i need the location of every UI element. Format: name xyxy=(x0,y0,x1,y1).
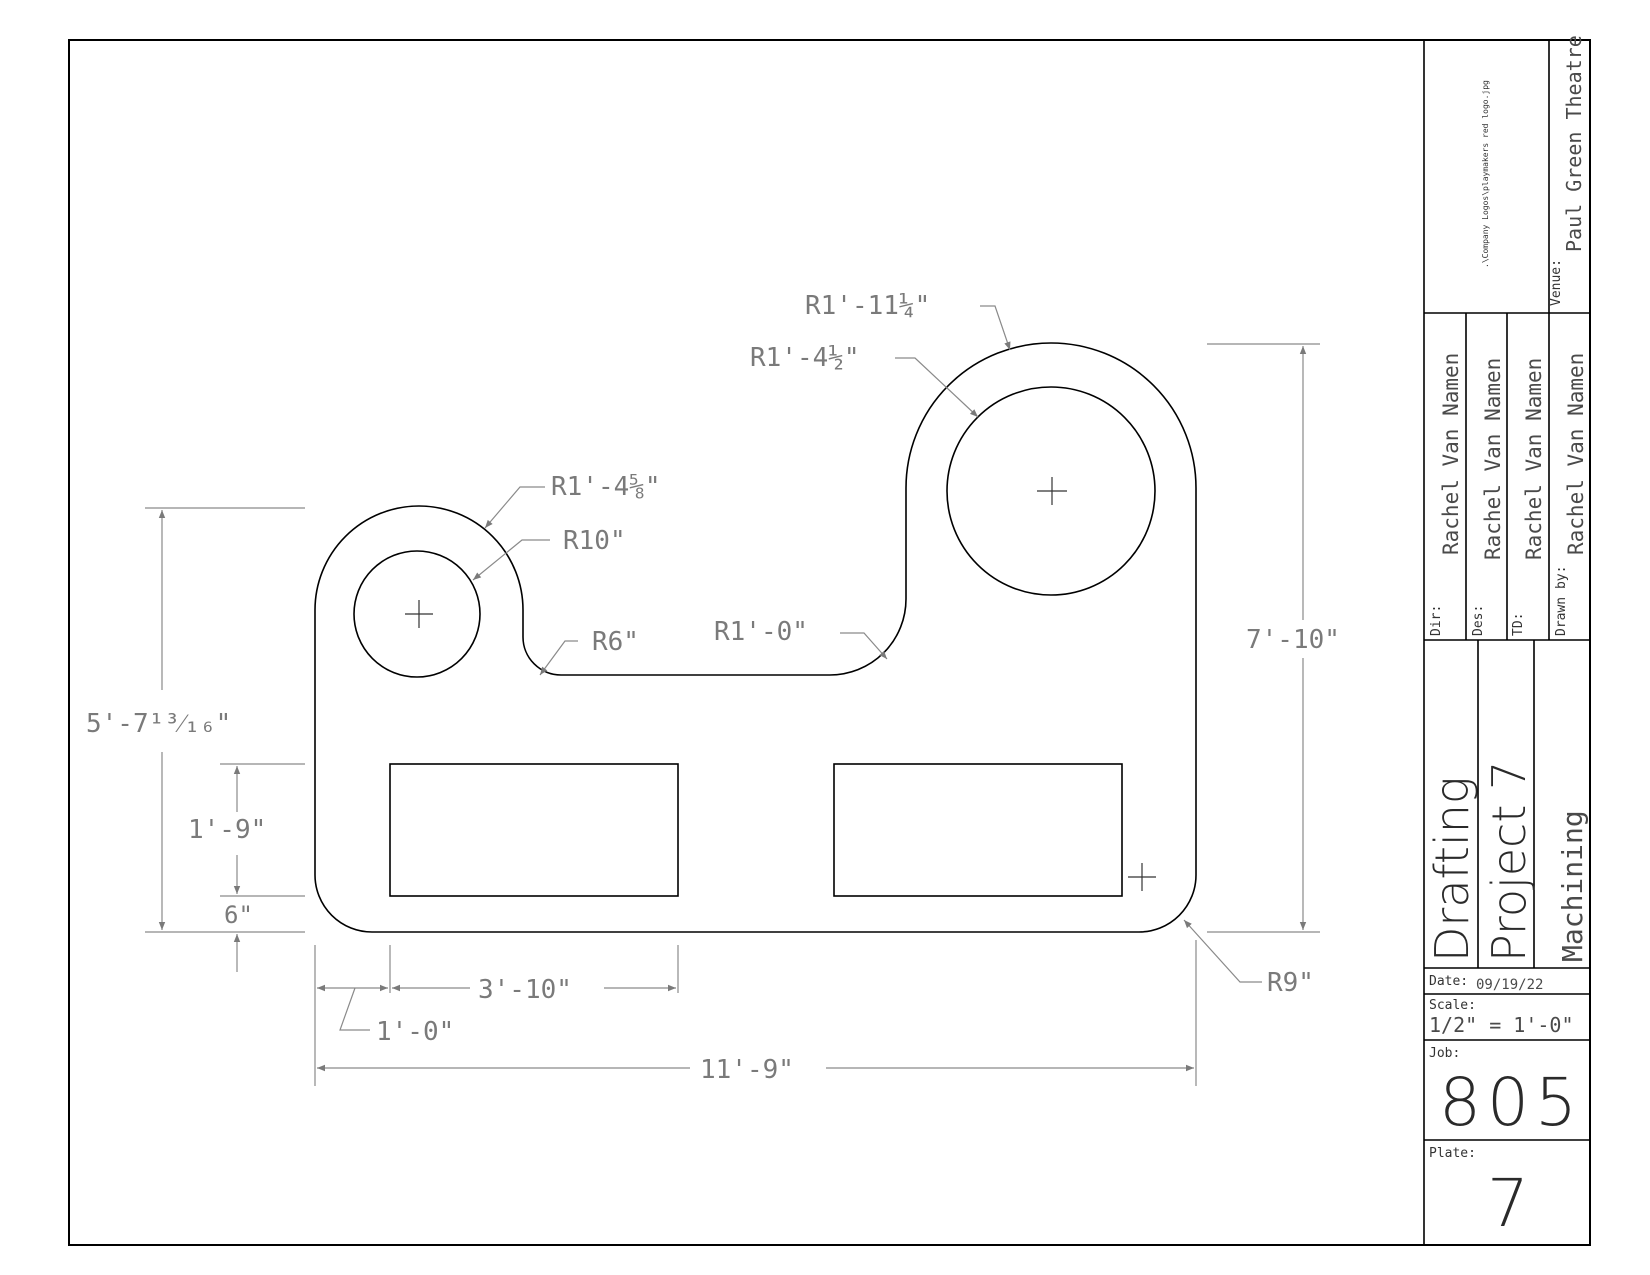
date-value: 09/19/22 xyxy=(1476,977,1543,993)
dim-slot-height: 1'-9" xyxy=(188,815,266,845)
title-line-1: Drafting xyxy=(1425,777,1479,962)
subtitle: Machining xyxy=(1556,810,1589,962)
date-label: Date: xyxy=(1429,974,1468,989)
left-hole xyxy=(353,550,481,678)
td-value: Rachel Van Namen xyxy=(1522,358,1546,560)
scale-label: Scale: xyxy=(1429,998,1476,1013)
drawn-by-value: Rachel Van Namen xyxy=(1564,353,1588,555)
td-label: TD: xyxy=(1511,613,1526,636)
scale-value: 1/2" = 1'-0" xyxy=(1429,1013,1574,1037)
right-slot xyxy=(833,763,1123,897)
dim-r-notch: R6" xyxy=(592,627,639,657)
dim-slot-edge: 1'-0" xyxy=(376,1017,454,1047)
dim-height-right: 7'-10" xyxy=(1246,625,1340,655)
venue-label: Venue: xyxy=(1549,259,1564,306)
dim-r-corner: R9" xyxy=(1267,968,1314,998)
title-block xyxy=(1423,40,1590,1245)
job-value: 805 xyxy=(1439,1064,1583,1141)
logo-path: .\Company Logos\playmakers red logo.jpg xyxy=(1481,80,1490,268)
left-slot xyxy=(389,763,679,897)
dim-r-top-outer: R1'-11¼" xyxy=(805,291,930,321)
des-value: Rachel Van Namen xyxy=(1481,358,1505,560)
title-line-2: Project 7 xyxy=(1482,761,1536,962)
dim-overall-width: 11'-9" xyxy=(700,1055,794,1085)
dimension-lines xyxy=(145,305,1320,1086)
center-marks xyxy=(405,477,1156,891)
dir-label: Dir: xyxy=(1429,605,1444,636)
dim-r-top-inner: R1'-4½" xyxy=(750,343,860,373)
dim-r-step: R1'-0" xyxy=(714,617,808,647)
venue-value: Paul Green Theatre xyxy=(1562,35,1586,252)
dim-height-left: 5'-7¹³⁄₁₆" xyxy=(86,709,231,739)
job-label: Job: xyxy=(1429,1046,1460,1061)
dim-r-left-inner: R10" xyxy=(563,526,626,556)
des-label: Des: xyxy=(1471,605,1486,636)
drawn-by-label: Drawn by: xyxy=(1554,566,1569,636)
dim-slot-width: 3'-10" xyxy=(478,975,572,1005)
plate-value: 7 xyxy=(1487,1165,1529,1242)
dim-r-left-outer: R1'-4⅝" xyxy=(551,472,661,502)
top-hole xyxy=(946,386,1156,596)
plate-label: Plate: xyxy=(1429,1146,1476,1161)
sheet-border xyxy=(68,39,1591,1246)
part-outline xyxy=(314,342,1197,933)
dim-slot-offset: 6" xyxy=(224,901,253,929)
dir-value: Rachel Van Namen xyxy=(1439,353,1463,555)
